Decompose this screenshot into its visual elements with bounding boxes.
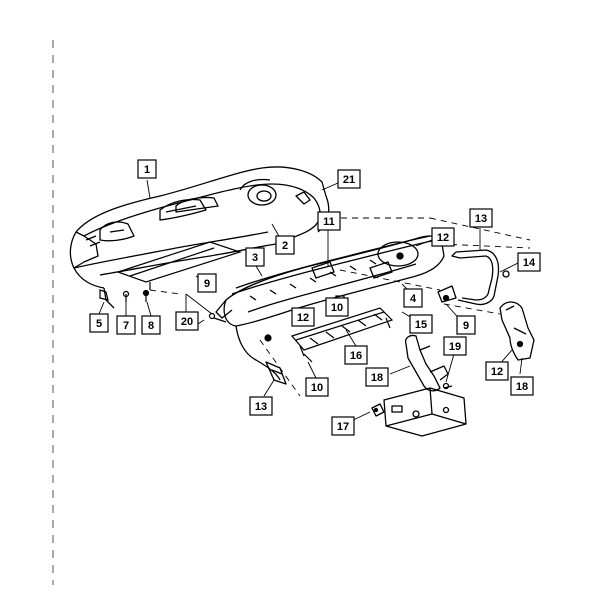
callouts: 1 2 3 4 5 7 8 9 9 10 10 11 12 12 12 13 1… [89,159,541,436]
bumper-fascia [69,166,330,309]
callout-18-right: 18 [510,376,534,396]
svg-text:3: 3 [252,252,258,264]
callout-17: 17 [331,416,355,436]
svg-text:5: 5 [96,318,102,330]
callout-21: 21 [337,169,361,189]
svg-text:10: 10 [311,382,323,394]
svg-text:21: 21 [343,174,355,186]
svg-text:10: 10 [331,302,343,314]
callout-10-upper: 10 [325,297,349,317]
svg-text:18: 18 [516,381,528,393]
svg-text:12: 12 [297,312,309,324]
frame-rail [371,387,467,437]
svg-text:20: 20 [181,316,193,328]
svg-text:4: 4 [410,293,417,305]
svg-text:9: 9 [463,320,469,332]
svg-text:9: 9 [204,278,210,290]
callout-19: 19 [443,336,467,356]
callout-1: 1 [137,159,157,179]
callout-8: 8 [141,315,161,335]
callout-12-top: 12 [431,227,455,247]
callout-7: 7 [116,315,136,335]
svg-text:15: 15 [415,319,427,331]
side-mount-bracket [499,301,535,361]
callout-11: 11 [317,211,341,231]
svg-text:12: 12 [491,366,503,378]
splash-shield [116,241,242,290]
callout-10-lower: 10 [305,377,329,397]
bumper-reinforcement [215,235,445,385]
svg-text:2: 2 [282,240,288,252]
callout-16: 16 [344,345,368,365]
svg-text:17: 17 [337,421,349,433]
callout-18-left: 18 [365,367,389,387]
callout-20: 20 [175,311,199,331]
callout-15: 15 [409,314,433,334]
frame-bracket [404,334,453,392]
callout-5: 5 [89,313,109,333]
svg-text:19: 19 [449,341,461,353]
svg-text:1: 1 [144,164,150,176]
svg-text:8: 8 [148,320,154,332]
screw-set [208,312,272,342]
callout-13-top: 13 [469,208,493,228]
svg-text:12: 12 [437,232,449,244]
svg-text:7: 7 [123,320,129,332]
callout-3: 3 [245,247,265,267]
svg-text:16: 16 [350,350,362,362]
callout-12-right: 12 [485,361,509,381]
leader-lines [98,179,531,425]
callout-13-bottom: 13 [249,396,273,416]
svg-text:13: 13 [255,401,267,413]
callout-9-right: 9 [456,315,476,335]
tow-hook-bracket [437,249,510,306]
svg-text:11: 11 [323,216,335,228]
callout-14: 14 [517,252,541,272]
svg-text:13: 13 [475,213,487,225]
callout-4: 4 [403,288,423,308]
fastener-parts [99,289,150,302]
callout-2: 2 [275,235,295,255]
callout-12-mid: 12 [291,307,315,327]
svg-text:14: 14 [523,257,536,269]
svg-text:18: 18 [371,372,383,384]
callout-9-left: 9 [197,273,217,293]
